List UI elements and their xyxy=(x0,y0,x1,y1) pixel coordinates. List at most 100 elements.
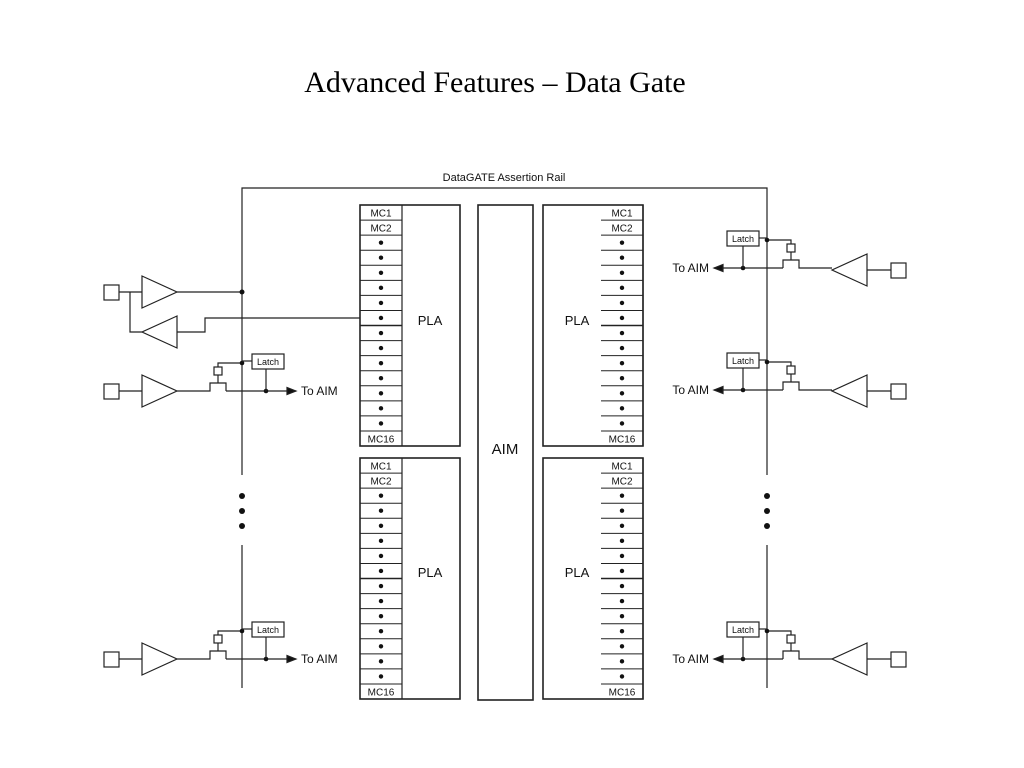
macrocell-dot xyxy=(619,508,625,513)
pla-label: PLA xyxy=(565,313,590,328)
macrocell-dot xyxy=(619,270,625,275)
macrocell-dot xyxy=(378,553,384,559)
macrocell-dot xyxy=(619,315,625,321)
input-buffer-icon xyxy=(830,374,868,408)
macrocell-label: MC1 xyxy=(611,462,633,473)
macrocell-dot xyxy=(619,285,625,291)
to-aim-label: To AIM xyxy=(672,383,709,397)
macrocell-dot xyxy=(378,270,384,275)
io-pad xyxy=(103,651,120,668)
left-gate-unit-1: Latch To AIM xyxy=(177,353,338,398)
input-buffer-icon xyxy=(830,253,868,287)
macrocell-dot xyxy=(378,255,384,260)
macrocell-label: MC1 xyxy=(370,209,392,220)
rail-label: DataGATE Assertion Rail xyxy=(443,172,566,184)
macrocell-label: MC2 xyxy=(611,224,633,235)
macrocell-dot xyxy=(619,406,625,411)
latch-label: Latch xyxy=(257,625,279,635)
to-aim-label: To AIM xyxy=(672,652,709,666)
macrocell-dot xyxy=(378,659,384,664)
left-io-input-2 xyxy=(103,642,179,676)
macrocell-dot xyxy=(619,629,625,634)
left-continuation-dots xyxy=(239,493,245,529)
macrocell-dot xyxy=(378,493,384,498)
io-pad xyxy=(103,383,120,400)
left-io-bidirectional xyxy=(103,275,360,349)
assertion-rail xyxy=(241,187,768,688)
macrocell-dot xyxy=(619,674,625,679)
macrocell-label: MC1 xyxy=(611,209,633,220)
input-buffer-icon xyxy=(830,642,868,676)
macrocell-dot xyxy=(619,255,625,260)
macrocell-label: MC2 xyxy=(611,477,633,488)
latch-label: Latch xyxy=(732,234,754,244)
pla-label: PLA xyxy=(418,565,443,580)
to-aim-label: To AIM xyxy=(672,261,709,275)
macrocell-dot xyxy=(619,568,625,574)
macrocell-dot xyxy=(619,553,625,559)
macrocell-dot xyxy=(619,644,625,649)
macrocell-label: MC16 xyxy=(368,687,395,698)
macrocell-dot xyxy=(378,644,384,649)
macrocell-dot xyxy=(378,315,384,321)
macrocell-dot xyxy=(378,674,384,679)
macrocell-dot xyxy=(378,629,384,634)
right-gate-unit-3: Latch To AIM xyxy=(672,621,832,666)
macrocell-dot xyxy=(619,360,625,366)
to-aim-label: To AIM xyxy=(301,384,338,398)
macrocell-dot xyxy=(619,598,625,604)
macrocell-label: MC2 xyxy=(370,477,392,488)
macrocell-dot xyxy=(378,538,384,544)
macrocell-dot xyxy=(378,523,384,528)
macrocell-label: MC16 xyxy=(609,434,636,445)
macrocell-dot xyxy=(619,330,625,336)
macrocell-dot xyxy=(378,330,384,336)
latch-label: Latch xyxy=(257,357,279,367)
macrocell-dot xyxy=(619,659,625,664)
io-pad xyxy=(890,262,907,279)
macrocell-label: MC16 xyxy=(368,434,395,445)
pla-label: PLA xyxy=(565,565,590,580)
macrocell-dot xyxy=(378,406,384,411)
macrocell-label: MC2 xyxy=(370,224,392,235)
macrocell-dot xyxy=(378,240,384,245)
macrocell-dot xyxy=(378,285,384,291)
right-io-input-2 xyxy=(830,374,907,408)
input-buffer-icon xyxy=(141,275,179,309)
macrocell-dot xyxy=(378,583,384,589)
macrocell-dot xyxy=(378,598,384,604)
macrocell-dot xyxy=(619,300,625,306)
right-continuation-dots xyxy=(764,493,770,529)
macrocell-dot xyxy=(619,538,625,544)
latch-label: Latch xyxy=(732,625,754,635)
right-gate-unit-2: Latch To AIM xyxy=(672,352,832,397)
latch-label: Latch xyxy=(732,356,754,366)
right-io-input-3 xyxy=(830,642,907,676)
output-buffer-icon xyxy=(140,315,178,349)
left-gate-unit-2: Latch To AIM xyxy=(177,621,338,666)
slide-title: Advanced Features – Data Gate xyxy=(304,66,686,99)
to-aim-label: To AIM xyxy=(301,652,338,666)
pla-label: PLA xyxy=(418,313,443,328)
macrocell-dot xyxy=(619,493,625,498)
macrocell-dot xyxy=(619,376,625,381)
io-pad xyxy=(103,284,120,301)
macrocell-dot xyxy=(619,240,625,245)
macrocell-dot xyxy=(378,345,384,351)
right-gate-unit-1: Latch To AIM xyxy=(672,230,832,275)
aim-label: AIM xyxy=(492,441,519,458)
macrocell-dot xyxy=(619,391,625,396)
macrocell-label: MC16 xyxy=(609,687,636,698)
macrocell-dot xyxy=(619,613,625,619)
io-pad xyxy=(890,651,907,668)
macrocell-dot xyxy=(378,360,384,366)
macrocell-label: MC1 xyxy=(370,462,392,473)
right-io-input-1 xyxy=(830,253,907,287)
macrocell-dot xyxy=(378,568,384,574)
macrocell-dot xyxy=(378,421,384,426)
macrocell-dot xyxy=(619,345,625,351)
